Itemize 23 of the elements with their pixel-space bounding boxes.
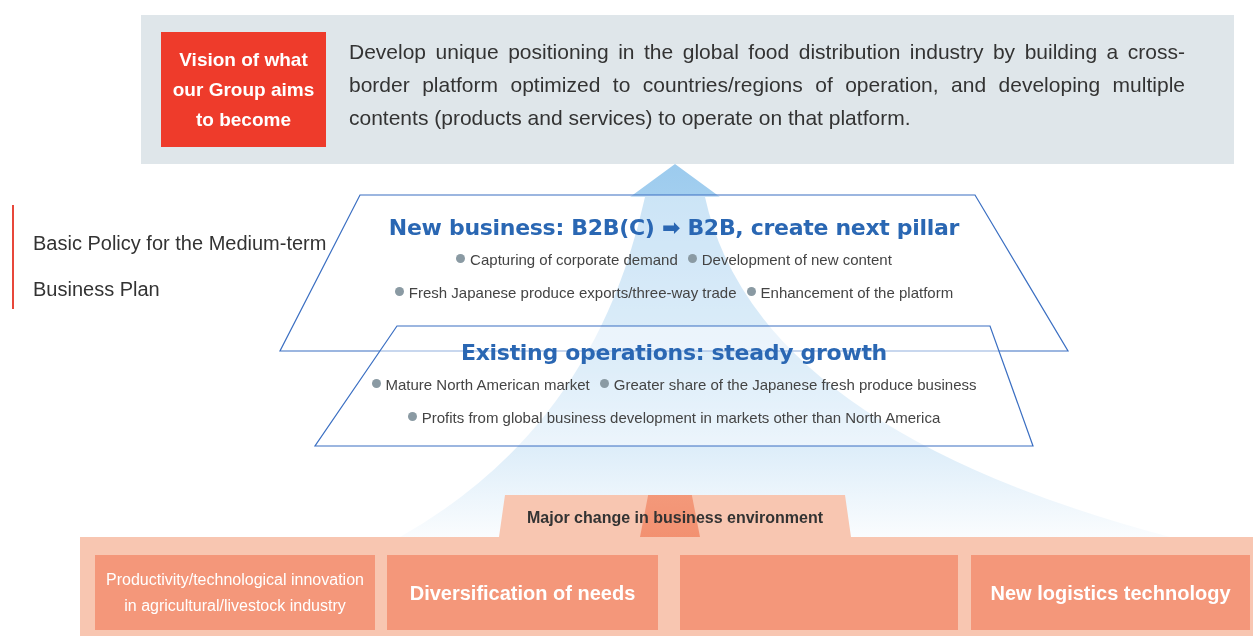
bullet-item: Fresh Japanese produce exports/three-way trade <box>394 284 737 301</box>
vision-panel <box>141 15 1234 164</box>
band-heading: Major change in business environment <box>525 509 825 527</box>
box-shape <box>680 555 958 630</box>
upward-arrow <box>639 495 701 537</box>
factor-label: Diversification of needs <box>409 580 636 606</box>
panel-heading: New business: B2B(C) ➡ B2B, create next pillar <box>387 215 961 240</box>
factor-box <box>95 555 375 630</box>
factor-box <box>387 555 658 630</box>
panel-heading: Existing operations: steady growth <box>460 340 888 365</box>
bullet-item: Development of new content <box>687 251 892 268</box>
bullet-item: Mature North American market <box>371 376 590 393</box>
vision-statement: Develop unique positioning in the global food distribution industry by building a cross-border platform optimized to countries/regions of operation, and developing multiple contents (products and services) to operate on that platform. <box>349 39 1185 131</box>
factor-box <box>971 555 1250 630</box>
factor-label: New logistics technology <box>990 580 1231 606</box>
vision-label: Vision of what our Group aims to become <box>171 47 316 132</box>
bullet-item: Enhancement of the platform <box>746 284 954 301</box>
bullet-item: Greater share of the Japanese fresh produce business <box>599 376 977 393</box>
vision-label-box <box>161 32 326 147</box>
bullet-item: Profits from global business development in markets other than North America <box>407 409 941 426</box>
bullet-item: Capturing of corporate demand <box>456 251 678 268</box>
section-label: Basic Policy for the Medium-term Business Plan <box>33 231 328 302</box>
factor-label: Productivity/technological innovation in agricultural/livestock industry <box>105 569 365 616</box>
